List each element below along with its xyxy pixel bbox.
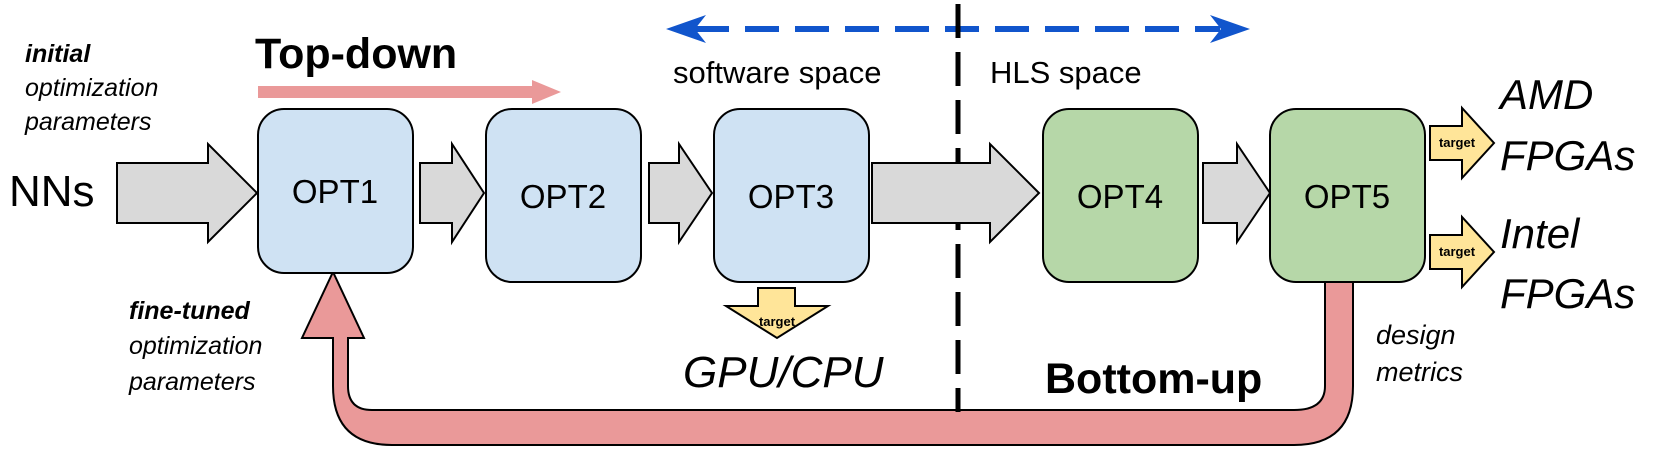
flow-arrow-1-2: [419, 140, 486, 246]
target-arrow-amd: target: [1429, 105, 1496, 181]
initial-params-line1: optimization: [25, 74, 158, 102]
top-down-arrow: [258, 80, 561, 104]
finetuned-params-label: fine-tuned optimization parameters: [128, 297, 262, 396]
stage-box: [1042, 108, 1199, 283]
flow-arrow-3-4: [871, 141, 1041, 245]
flow-arrow-4-5: [1202, 140, 1272, 246]
finetuned-params-bold: fine-tuned: [129, 297, 251, 325]
stage-box: [1269, 108, 1426, 283]
bottom-up-title: Bottom-up: [1045, 355, 1262, 403]
stage-box: [485, 108, 642, 283]
stage-label: OPT5: [1304, 178, 1390, 215]
stage-label: OPT2: [520, 178, 606, 215]
gpu-cpu-target-label: GPU/CPU: [683, 348, 884, 397]
stage-opt5: OPT5: [1269, 108, 1426, 283]
stage-opt4: OPT4: [1042, 108, 1199, 283]
flow-arrow-2-3: [648, 140, 714, 246]
design-metrics-line1: design: [1376, 320, 1456, 350]
stage-label: OPT3: [748, 178, 834, 215]
stage-label: OPT1: [292, 173, 378, 210]
target-badge: target: [1439, 135, 1476, 150]
intel-fpga-target-label: Intel FPGAs: [1500, 210, 1635, 317]
target-arrow-intel: target: [1429, 214, 1496, 290]
finetuned-params-line2: parameters: [128, 368, 255, 396]
input-label: NNs: [9, 167, 95, 216]
target-badge: target: [1439, 244, 1476, 259]
stage-opt1: OPT1: [257, 108, 414, 274]
stage-box: [713, 108, 870, 283]
initial-params-bold: initial: [25, 40, 91, 68]
initial-params-label: initial optimization parameters: [24, 40, 158, 136]
intel-line1: Intel: [1500, 210, 1581, 257]
input-arrow: [116, 141, 259, 245]
amd-fpga-target-label: AMD FPGAs: [1497, 71, 1635, 179]
stage-box: [257, 108, 414, 274]
target-badge: target: [759, 314, 796, 329]
finetuned-params-line1: optimization: [129, 332, 262, 360]
feedback-arrow: [300, 269, 1354, 446]
initial-params-line2: parameters: [24, 108, 151, 136]
top-down-title: Top-down: [255, 30, 457, 78]
intel-line2: FPGAs: [1500, 270, 1635, 317]
hls-space-label: HLS space: [990, 55, 1142, 90]
target-arrow-gpu: target: [722, 287, 832, 340]
stage-label: OPT4: [1077, 178, 1163, 215]
design-metrics-line2: metrics: [1376, 357, 1463, 387]
stage-opt3: OPT3: [713, 108, 870, 283]
design-metrics-label: design metrics: [1376, 320, 1463, 387]
amd-line2: FPGAs: [1500, 132, 1635, 179]
stage-opt2: OPT2: [485, 108, 642, 283]
software-space-label: software space: [673, 55, 882, 90]
amd-line1: AMD: [1497, 71, 1593, 118]
